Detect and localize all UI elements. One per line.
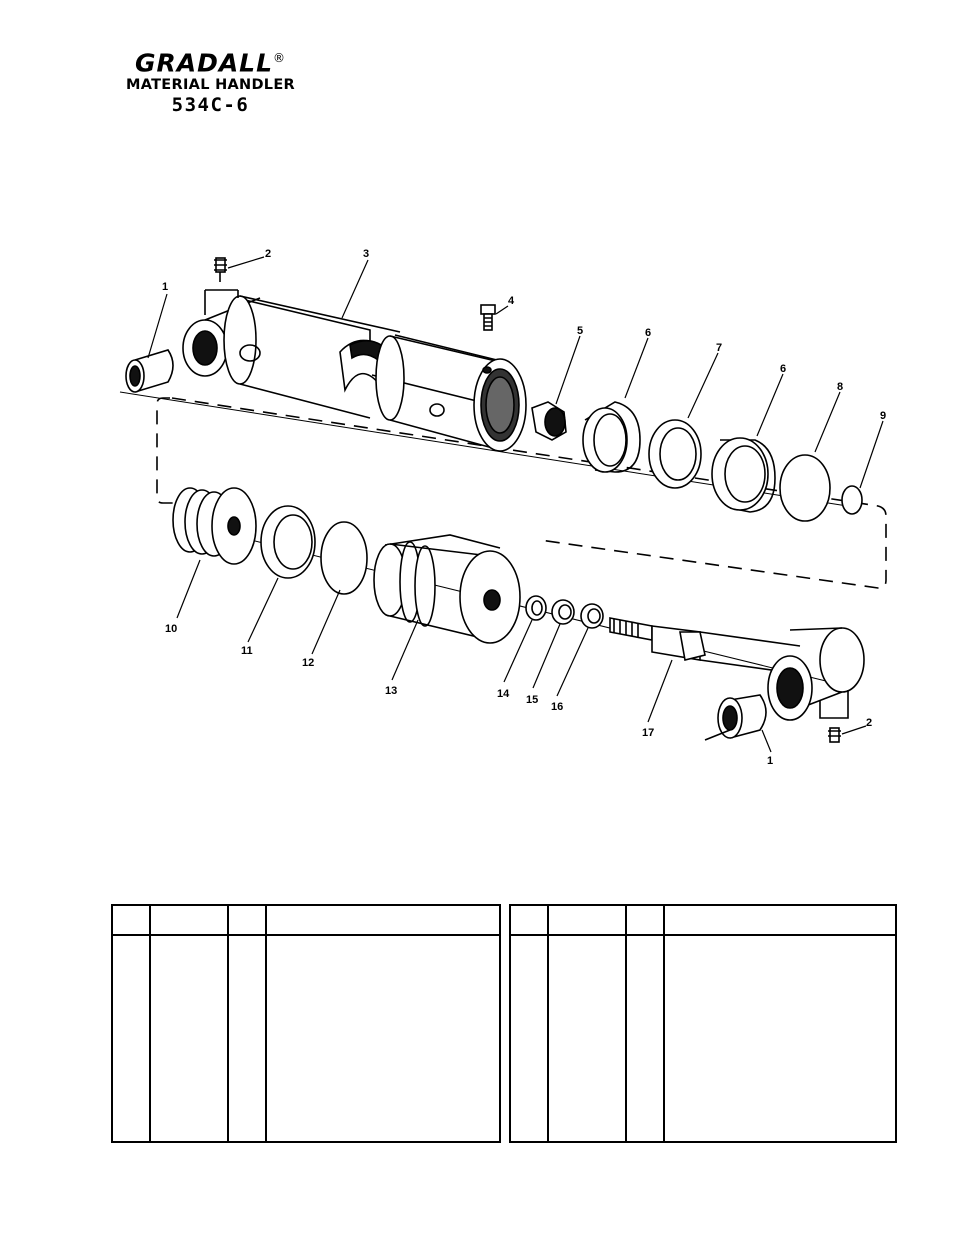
table-header-row: [112, 905, 500, 936]
callout-6-second: 6: [780, 363, 786, 375]
part-ring-6b: [711, 437, 776, 513]
table-cell: [112, 935, 150, 1142]
callout-11: 11: [241, 645, 253, 657]
header-item: [510, 905, 548, 936]
header-logo: GRADALL® MATERIAL HANDLER 534C-6: [108, 44, 313, 117]
model-number: 534C-6: [171, 94, 250, 117]
callout-8: 8: [837, 381, 843, 393]
header-part-number: [149, 905, 228, 936]
part-washer-15: [551, 599, 575, 625]
callout-9: 9: [880, 410, 886, 422]
header-item: [112, 905, 150, 936]
header-part-number: [547, 905, 626, 936]
header-description: [663, 905, 896, 936]
callout-4: 4: [508, 295, 515, 307]
part-washer-16: [580, 603, 604, 629]
callout-7: 7: [716, 342, 722, 354]
table-cell: [510, 935, 548, 1142]
callout-2-lower: 2: [866, 717, 872, 729]
part-oring-12: [320, 521, 368, 595]
table-cell: [547, 935, 626, 1142]
callout-14: 14: [497, 688, 510, 700]
header-description: [265, 905, 500, 936]
part-ring-6a: [582, 401, 641, 473]
part-seal-stack: [172, 487, 257, 565]
table-row: [112, 935, 500, 1142]
parts-table-right: [509, 904, 897, 1143]
part-screw: [480, 304, 496, 331]
callout-1-lower: 1: [767, 755, 773, 767]
part-snap-ring: [841, 485, 863, 515]
part-wiper: [648, 419, 702, 489]
table-cell: [227, 935, 266, 1142]
header-quantity: [625, 905, 664, 936]
part-barrel: [182, 295, 527, 452]
part-rod: [609, 617, 865, 721]
callout-12: 12: [302, 657, 314, 669]
parts-table-left: [111, 904, 501, 1143]
leader-lines: [147, 256, 884, 753]
table-cell: [265, 935, 500, 1142]
table-cell: [663, 935, 896, 1142]
part-grease-fitting-upper: [204, 257, 239, 315]
part-ring-11: [260, 505, 316, 579]
assembly-path-dashed: [156, 397, 178, 504]
callout-10: 10: [165, 623, 177, 635]
part-bushing-lower: [704, 694, 767, 741]
table-cell: [625, 935, 664, 1142]
header-quantity: [227, 905, 266, 936]
part-bushing-upper: [125, 349, 174, 393]
callout-17: 17: [642, 727, 654, 739]
part-piston: [373, 534, 521, 644]
part-grease-fitting-lower: [828, 727, 841, 743]
table-row: [510, 935, 896, 1142]
callout-labels: 1 2 3 4 5 6 7 6 8 9 10 11 12 13 14 15 16…: [162, 248, 886, 767]
product-subtitle: MATERIAL HANDLER: [125, 77, 296, 94]
callout-15: 15: [526, 694, 538, 706]
callout-2-upper: 2: [265, 248, 271, 260]
callout-16: 16: [551, 701, 563, 713]
registered-mark: ®: [273, 51, 287, 65]
callout-5: 5: [577, 325, 583, 337]
callout-13: 13: [385, 685, 397, 697]
callout-3: 3: [363, 248, 369, 260]
brand-logo: GRADALL®: [134, 48, 287, 78]
callout-6-first: 6: [645, 327, 651, 339]
callout-1-upper: 1: [162, 281, 168, 293]
part-oring-8: [779, 454, 831, 522]
table-header-row: [510, 905, 896, 936]
assembly-path-diagonal: [171, 397, 887, 589]
table-cell: [149, 935, 228, 1142]
part-washer-14: [525, 595, 547, 621]
part-nut: [531, 401, 567, 441]
